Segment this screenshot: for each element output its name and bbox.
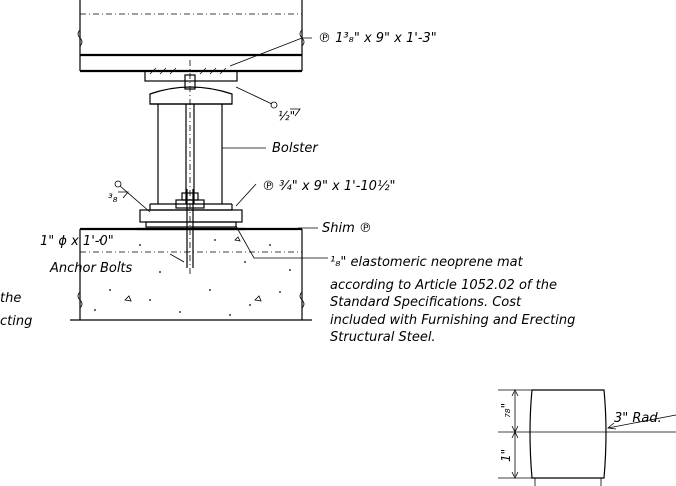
shim-label: Shim ℗ bbox=[322, 221, 372, 236]
bottom-plate-label: ℗ ¾" x 9" x 1'-10½" bbox=[262, 179, 396, 194]
mat-note-line5: Structural Steel. bbox=[330, 330, 436, 345]
bolster-label: Bolster bbox=[272, 141, 319, 156]
mat-note-line4: included with Furnishing and Erecting bbox=[330, 313, 575, 328]
girder bbox=[77, 0, 305, 73]
concrete-pier bbox=[70, 227, 312, 321]
detail-radius-label: 3" Rad. bbox=[614, 411, 662, 426]
detail-dim-top: ₇₈" bbox=[499, 403, 513, 418]
leaders bbox=[114, 37, 328, 263]
top-plate-label: ℗ 1³₈" x 9" x 1'-3" bbox=[318, 31, 437, 46]
weld-three-eighths-label: ³₈ bbox=[108, 191, 118, 205]
anchor-bolts-label: Anchor Bolts bbox=[49, 261, 133, 276]
mat-note-line1: ¹₈" elastomeric neoprene mat bbox=[330, 255, 524, 270]
bolster bbox=[149, 86, 233, 211]
weld-half-label: ½" bbox=[278, 109, 295, 123]
cut-text-the: the bbox=[0, 291, 21, 306]
cut-text-cting: cting bbox=[0, 314, 32, 329]
bolster-section-detail bbox=[498, 389, 676, 486]
bottom-plate bbox=[137, 192, 245, 231]
mat-note-line2: according to Article 1052.02 of the bbox=[330, 278, 557, 293]
mat-note-line3: Standard Specifications. Cost bbox=[330, 295, 522, 310]
anchor-bolt bbox=[186, 60, 194, 275]
top-plate bbox=[144, 67, 238, 90]
detail-dim-bottom: 1" bbox=[499, 449, 513, 462]
anchor-size-label: 1" ϕ x 1'-0" bbox=[40, 234, 114, 249]
